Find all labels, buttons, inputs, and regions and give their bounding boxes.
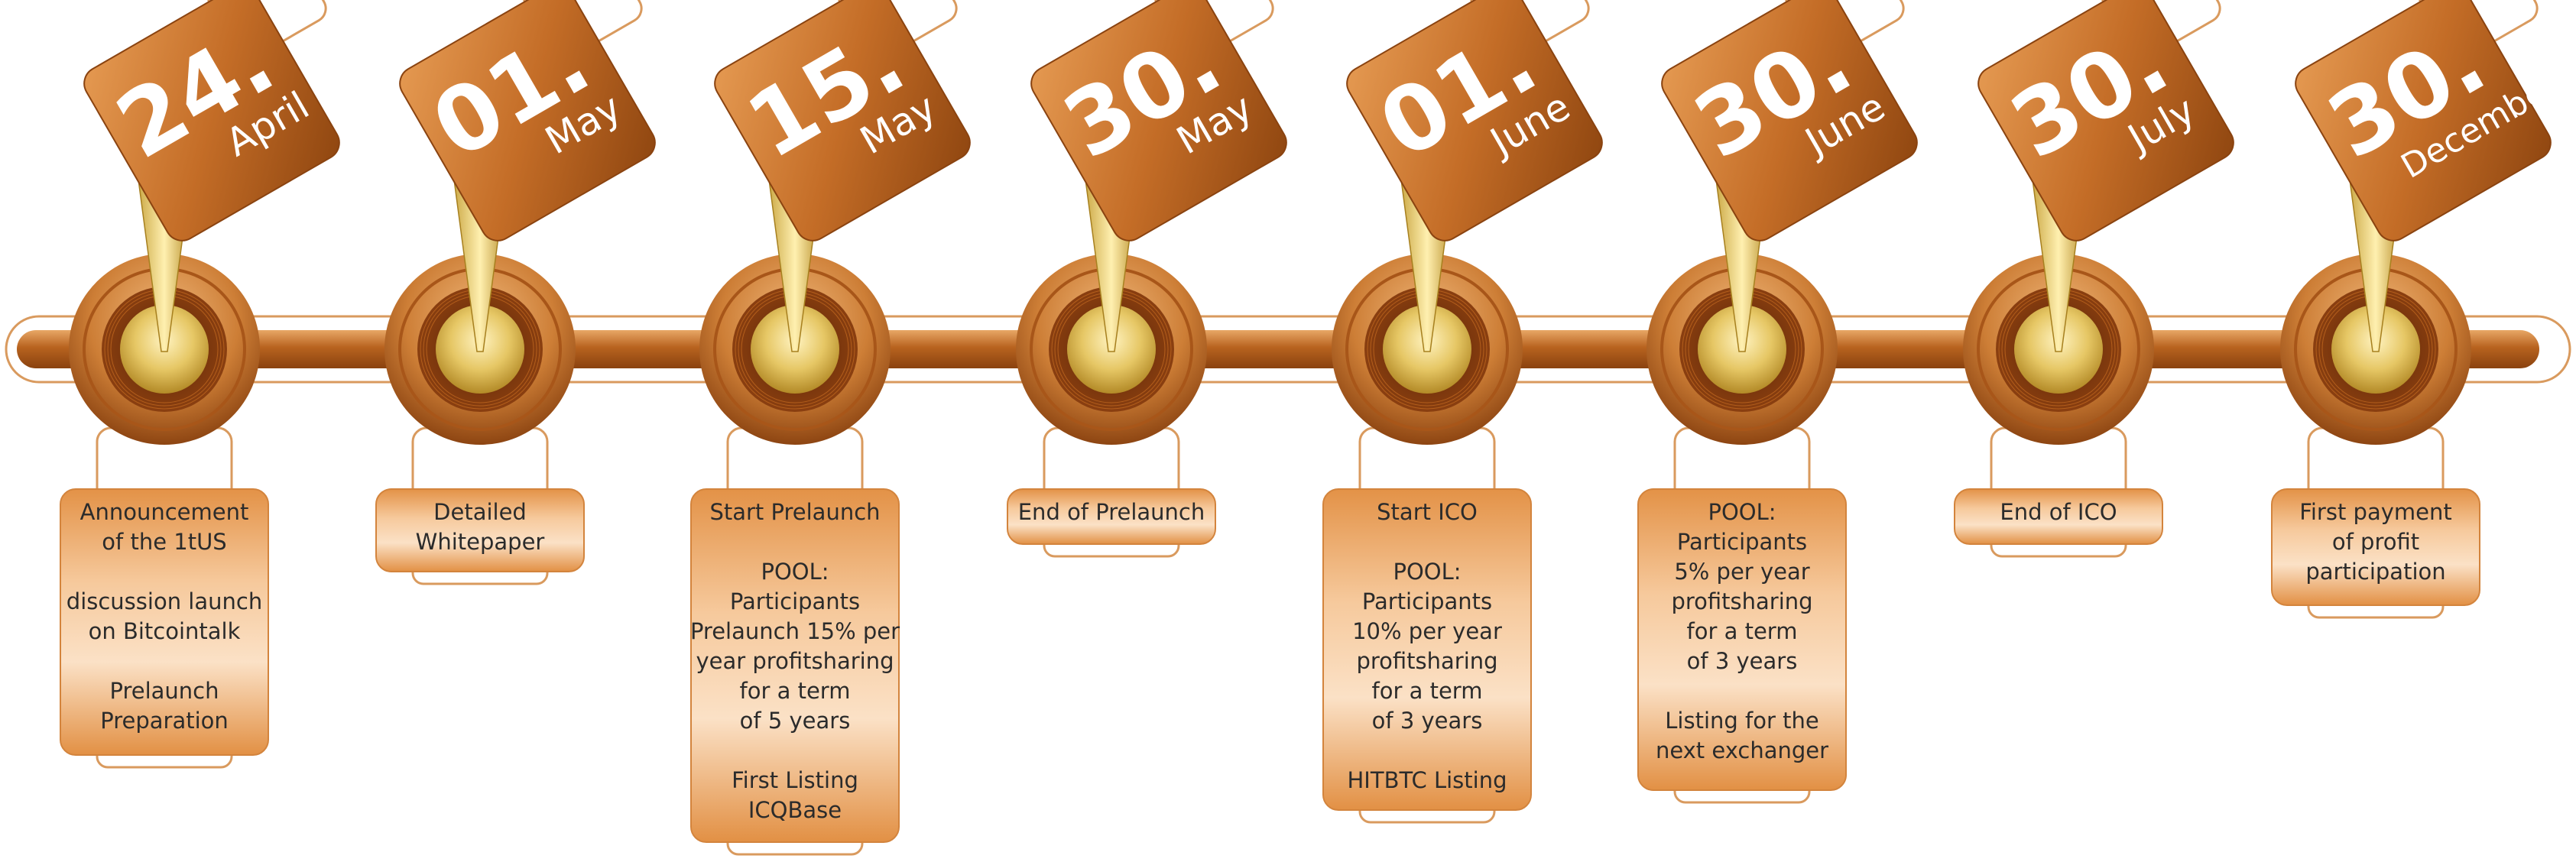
description-line: Listing for the <box>1665 708 1818 734</box>
description-line: Start ICO <box>1377 499 1478 525</box>
description-box <box>1007 488 1216 545</box>
description-line: Prelaunch 15% per <box>690 618 900 644</box>
timeline-bar <box>17 330 2539 368</box>
description-box <box>375 488 585 572</box>
date-tag: 30.May <box>1030 0 1287 241</box>
description-line: POOL: <box>1708 499 1776 525</box>
description-box <box>690 488 900 843</box>
date-tag: 30.June <box>1661 0 1918 241</box>
date-tag: 24.April <box>83 0 340 241</box>
description-line: participation <box>2305 559 2445 585</box>
description-line: First Listing <box>732 767 858 793</box>
description-line: POOL: <box>761 559 829 585</box>
description-box <box>1954 488 2163 545</box>
description-line: Prelaunch <box>109 678 219 704</box>
description-line: 10% per year <box>1352 618 1502 644</box>
description-line: of 3 years <box>1687 648 1798 674</box>
description-line: Participants <box>1362 588 1492 614</box>
description-line: for a term <box>740 678 851 704</box>
description-line: ICQBase <box>748 797 842 823</box>
description-box <box>2271 488 2480 606</box>
description-line: of 3 years <box>1372 708 1483 734</box>
date-tag-body <box>1977 0 2234 241</box>
date-tag-body <box>2295 0 2552 241</box>
description-line: of 5 years <box>740 708 851 734</box>
description-line: on Bitcointalk <box>89 618 241 644</box>
description-line: Participants <box>1677 529 1807 555</box>
description-line: for a term <box>1687 618 1798 644</box>
description-line: 5% per year <box>1674 559 1809 585</box>
description-line: Whitepaper <box>416 529 545 555</box>
date-tag: 01.June <box>1346 0 1603 241</box>
description-line: Detailed <box>433 499 527 525</box>
description-line: End of Prelaunch <box>1018 499 1205 525</box>
description-box <box>1322 488 1532 811</box>
date-tag: 30.December <box>2295 0 2566 241</box>
description-line: Participants <box>730 588 860 614</box>
description-line: year profitsharing <box>696 648 894 674</box>
description-line: Start Prelaunch <box>709 499 880 525</box>
description-line: profitsharing <box>1671 588 1812 614</box>
date-tag: 30.July <box>1977 0 2234 241</box>
description-line: next exchanger <box>1656 737 1828 763</box>
description-box <box>1637 488 1847 791</box>
date-tag-body <box>399 0 656 241</box>
date-tag-body <box>1346 0 1603 241</box>
date-tag-body <box>83 0 340 241</box>
description-line: profitsharing <box>1356 648 1497 674</box>
date-tag-body <box>1661 0 1918 241</box>
description-line: for a term <box>1372 678 1483 704</box>
description-line: POOL: <box>1393 559 1461 585</box>
description-line: of the 1tUS <box>102 529 226 555</box>
date-tag: 01.May <box>399 0 656 241</box>
date-tag-body <box>1030 0 1287 241</box>
description-line: discussion launch <box>67 588 262 614</box>
description-line: Announcement <box>80 499 249 525</box>
date-tag: 15.May <box>714 0 971 241</box>
description-line: First payment <box>2299 499 2451 525</box>
description-line: of profit <box>2332 529 2419 555</box>
description-box <box>60 488 269 756</box>
description-line: End of ICO <box>2000 499 2117 525</box>
date-tag-body <box>714 0 971 241</box>
description-line: HITBTC Listing <box>1348 767 1507 793</box>
description-line: Preparation <box>100 708 229 734</box>
